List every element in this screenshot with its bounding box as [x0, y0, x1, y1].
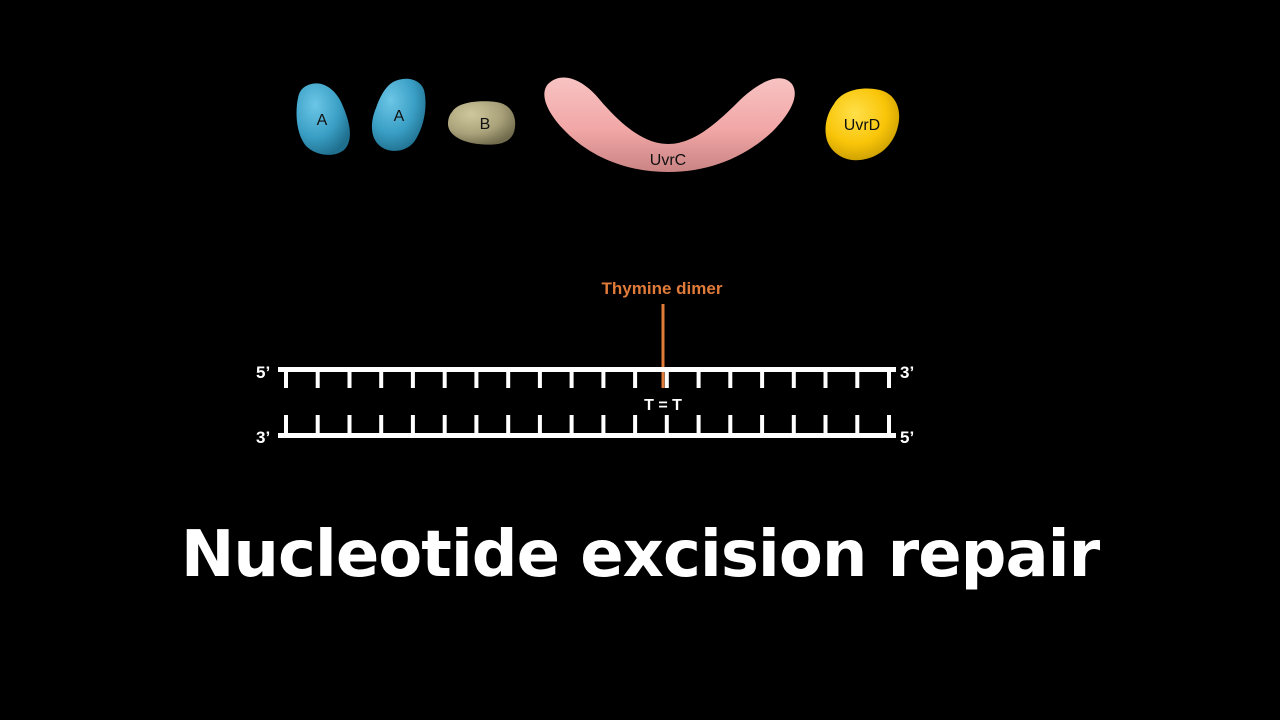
dna-top-rung [410, 371, 415, 388]
uvrd-protein: UvrD [825, 88, 900, 161]
dna-top-rung [601, 371, 606, 388]
dna-top-rung [760, 371, 765, 388]
thymine-dimer-label: Thymine dimer [602, 279, 723, 298]
dna-bottom-rung [760, 415, 765, 434]
bottom-strand-left-end: 3’ [256, 428, 270, 447]
uvra-protein-1: A [296, 83, 350, 155]
dna-top-rung [284, 371, 288, 388]
dna-top-rung [442, 371, 447, 388]
uvrb-label: B [480, 116, 491, 133]
dna-bottom-rung [347, 415, 352, 434]
dna-top-rung [537, 371, 542, 388]
dna-bottom-rung [284, 415, 288, 434]
dna-bottom-rung [315, 415, 320, 434]
bottom-strand-right-end: 5’ [900, 428, 914, 447]
dna-bottom-rungs [284, 415, 891, 434]
dna-bottom-rung [537, 415, 542, 434]
uvra-2-label: A [394, 108, 405, 125]
top-strand-right-end: 3’ [900, 363, 914, 382]
dna-bottom-rung [887, 415, 891, 434]
dna-bottom-rung [791, 415, 796, 434]
dna-duplex [278, 367, 896, 438]
dna-top-rung [474, 371, 479, 388]
dna-bottom-rung [633, 415, 638, 434]
dna-bottom-strand [278, 433, 896, 438]
dna-bottom-rung [410, 415, 415, 434]
dna-bottom-rung [601, 415, 606, 434]
uvra-1-label: A [317, 112, 328, 129]
dna-top-rung [379, 371, 384, 388]
uvrb-protein: B [448, 101, 516, 145]
dna-top-rung [728, 371, 733, 388]
dna-top-rung [791, 371, 796, 388]
top-strand-left-end: 5’ [256, 363, 270, 382]
dna-bottom-rung [506, 415, 511, 434]
dna-bottom-rung [696, 415, 701, 434]
dna-top-rung [569, 371, 574, 388]
dimer-base-pair-text: T = T [644, 397, 682, 414]
dna-top-rung [347, 371, 352, 388]
dna-top-rung [887, 371, 891, 388]
dna-bottom-rung [474, 415, 479, 434]
dna-top-rung [855, 371, 860, 388]
dna-top-strand [278, 367, 896, 372]
dna-bottom-rung [664, 415, 669, 434]
dna-top-rung [633, 371, 638, 388]
dna-top-rung [664, 371, 669, 388]
dna-top-rungs [284, 371, 891, 388]
uvra-protein-2: A [371, 78, 426, 151]
dna-bottom-rung [823, 415, 828, 434]
dna-top-rung [506, 371, 511, 388]
dna-bottom-rung [442, 415, 447, 434]
uvrc-protein: UvrC [544, 77, 795, 172]
dna-bottom-rung [728, 415, 733, 434]
dna-top-rung [315, 371, 320, 388]
dna-bottom-rung [379, 415, 384, 434]
uvrc-label: UvrC [650, 152, 686, 169]
slide-title: Nucleotide excision repair [180, 518, 1100, 592]
uvrd-label: UvrD [844, 117, 880, 134]
dna-top-rung [696, 371, 701, 388]
dna-bottom-rung [569, 415, 574, 434]
dna-bottom-rung [855, 415, 860, 434]
dna-top-rung [823, 371, 828, 388]
